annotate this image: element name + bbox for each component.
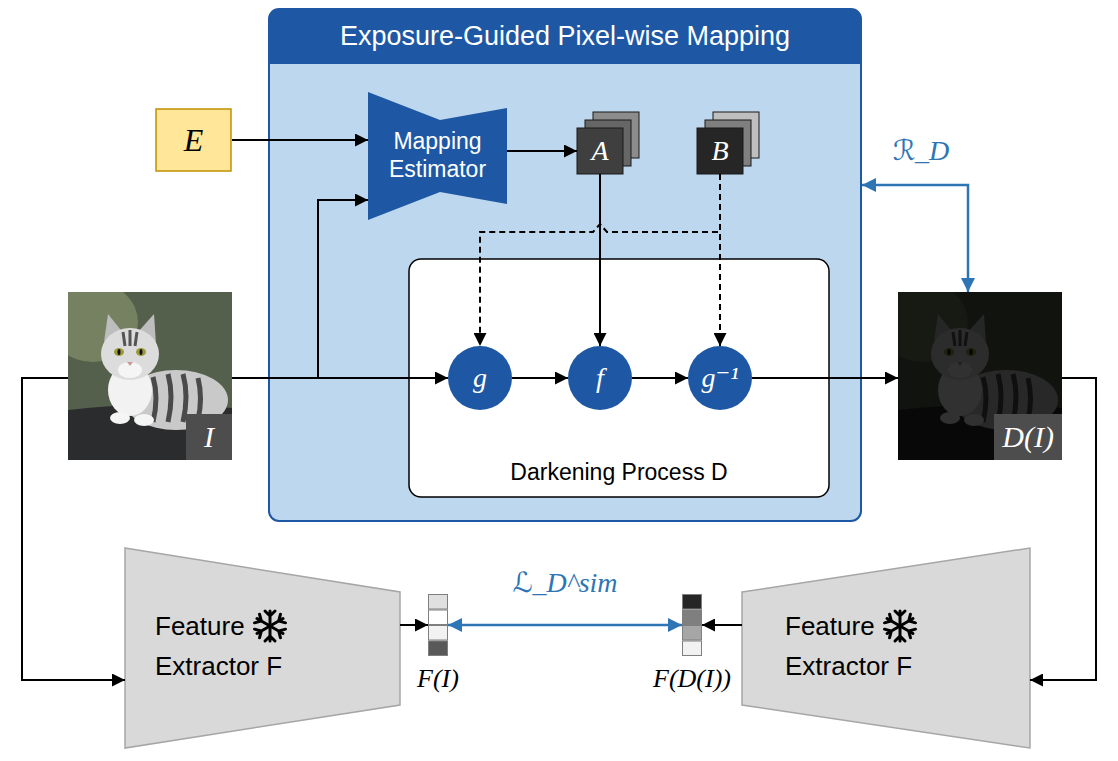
map-layer: [705, 120, 751, 166]
input-image: I: [68, 292, 232, 460]
edge-label-holder: ℒ_D^sim: [509, 566, 620, 599]
map-label: B: [711, 137, 728, 165]
node-shape: [742, 548, 1030, 748]
panel-header: [269, 9, 861, 64]
circle-shape: [568, 346, 632, 410]
exposure-box: E: [155, 108, 232, 172]
circle-shape: [688, 346, 752, 410]
vector-cell: [683, 610, 702, 625]
function-node: f: [568, 346, 632, 410]
map-layer: [585, 120, 631, 166]
function-node: g⁻¹: [688, 346, 752, 410]
feature-extractor: Feature Extractor F: [125, 548, 400, 748]
vector-cell: [429, 641, 448, 656]
process-label: Darkening Process D: [510, 459, 727, 486]
map-label: A: [591, 137, 608, 165]
edge-label: ℒ_D^sim: [509, 566, 620, 599]
node-shape: [682, 594, 702, 656]
panel-body: [269, 9, 861, 521]
darkened-image: D(I): [898, 292, 1062, 460]
cat-photo-use: [898, 292, 1062, 460]
feature-vector: F(D(I)): [682, 594, 702, 656]
node-shape: [268, 8, 862, 522]
node-shape: [428, 594, 448, 656]
darkening-process-box: Darkening Process D g f g⁻¹: [408, 258, 830, 498]
edge-label: ℛ_D: [890, 134, 953, 167]
node-shape: [125, 548, 400, 748]
image-label: I: [186, 414, 232, 460]
variable-label: E: [184, 122, 204, 159]
connector: [862, 185, 968, 292]
mapping-panel: Exposure-Guided Pixel-wise MappingMappin…: [268, 8, 862, 522]
connector: [400, 624, 428, 626]
vector-cell: [429, 610, 448, 625]
extractor-shape: [125, 548, 400, 748]
extractor-shape: [742, 548, 1030, 748]
function-label: g: [473, 364, 487, 392]
darkened-photo: [898, 292, 1062, 460]
connector: [22, 378, 125, 680]
vector-cell: [683, 595, 702, 610]
connector: [448, 624, 682, 627]
circle-shape: [448, 346, 512, 410]
mapping-estimator: Mapping Estimator: [368, 92, 507, 220]
box-outline: [156, 109, 231, 171]
edge-label-holder: ℛ_D: [890, 134, 953, 167]
feature-extractor: Feature Extractor F: [742, 548, 1030, 748]
box-outline: [409, 259, 829, 497]
coefficient-map-stack: A: [577, 112, 639, 174]
vector-cell: [683, 641, 702, 656]
function-label: f: [596, 364, 604, 392]
extractor-label: Feature Extractor F: [155, 606, 315, 686]
function-node: g: [448, 346, 512, 410]
map-layer: [697, 128, 743, 174]
vector-cell: [429, 595, 448, 610]
feature-vector: F(I): [428, 594, 448, 656]
coefficient-map-stack: B: [697, 112, 759, 174]
image-label: D(I): [994, 414, 1062, 460]
function-label: g⁻¹: [701, 364, 738, 392]
cat-photo-use: [68, 292, 232, 460]
vector-cell: [429, 626, 448, 641]
darkening-overlay: [898, 292, 1062, 460]
connector: [702, 624, 742, 626]
vector-label: F(D(I)): [653, 664, 731, 694]
map-layer: [577, 128, 623, 174]
input-photo: [68, 292, 232, 460]
panel-title: Exposure-Guided Pixel-wise Mapping: [340, 8, 790, 64]
estimator-label: Mapping Estimator: [378, 128, 498, 183]
extractor-label: Feature Extractor F: [785, 606, 945, 686]
vector-label: F(I): [417, 664, 459, 694]
estimator-shape: [368, 92, 507, 220]
vector-cell: [683, 626, 702, 641]
